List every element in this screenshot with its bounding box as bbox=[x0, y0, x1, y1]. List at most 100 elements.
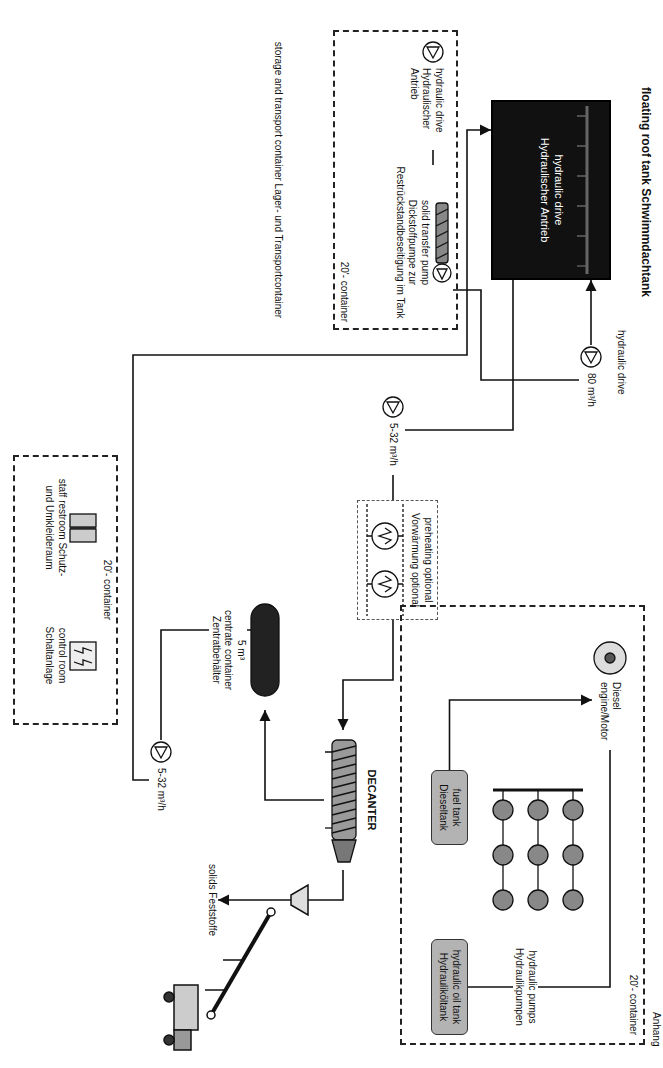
decanter-icon bbox=[332, 809, 356, 815]
solids-conveyor bbox=[223, 959, 243, 961]
transfer-pump-icon bbox=[436, 220, 448, 226]
solids-conveyor bbox=[211, 912, 271, 1015]
diesel-engine-icon bbox=[605, 653, 615, 663]
pipe-connector bbox=[538, 750, 610, 987]
note-label: Anhang bbox=[651, 1012, 662, 1046]
hydraulic-pump-set bbox=[563, 800, 583, 820]
node-label: 5 m³ bbox=[235, 590, 248, 710]
container: 20'- containerstaff restroom Schutz- und… bbox=[13, 455, 118, 725]
restroom-icon bbox=[70, 514, 96, 542]
solids-conveyor bbox=[207, 1011, 215, 1019]
diesel-engine-icon bbox=[594, 642, 626, 674]
storage-container: storage and transport container Lager- u… bbox=[203, 30, 318, 330]
truck bbox=[164, 985, 198, 1050]
pipe-connector bbox=[343, 620, 393, 730]
tank-icon bbox=[577, 145, 587, 146]
transfer-pump-icon bbox=[436, 231, 448, 237]
pipe-connector bbox=[432, 150, 434, 165]
tank-icon bbox=[577, 106, 587, 274]
transfer-pump-icon bbox=[436, 242, 448, 248]
preheater-symbol bbox=[361, 504, 409, 616]
transfer-pump-symbol bbox=[431, 193, 453, 293]
pump-symbol-icon bbox=[581, 347, 601, 367]
pump-symbol-icon bbox=[423, 42, 443, 62]
restroom-symbol bbox=[68, 511, 98, 545]
node-label: hydraulic pumps Hydraulikpumpen bbox=[513, 940, 538, 1034]
decanter-icon bbox=[332, 827, 356, 833]
transfer-pump-icon bbox=[433, 203, 451, 282]
truck bbox=[164, 992, 174, 1002]
restroom-icon bbox=[70, 514, 96, 527]
pipe-connector bbox=[392, 475, 394, 500]
hydraulic-pump-set bbox=[493, 845, 513, 865]
preheater: preheating optional Vorwärmung optional bbox=[357, 500, 438, 620]
pipe-connector bbox=[161, 630, 209, 740]
node-label: 20'- container bbox=[627, 975, 640, 1035]
tank-icon bbox=[586, 106, 589, 274]
pump-symbol: 5-32 m³/h bbox=[381, 395, 405, 475]
control-cabinet-icon bbox=[70, 642, 96, 670]
transfer-pump-icon bbox=[436, 203, 448, 263]
transfer-pump-icon bbox=[436, 209, 448, 215]
node-label: 20'- container bbox=[338, 262, 351, 322]
preheater-icon bbox=[379, 528, 391, 544]
preheater-icon bbox=[372, 523, 398, 549]
pump-symbol-icon bbox=[151, 742, 171, 762]
pump-symbol-icon bbox=[581, 347, 601, 367]
decanter-icon bbox=[325, 827, 332, 828]
node-label: Diesel engine/Motor bbox=[598, 682, 623, 750]
node-label: preheating optional Vorwärmung optional bbox=[409, 504, 434, 616]
node-label: 80 m³/h bbox=[585, 373, 598, 407]
node-label: hydraulic oil tank Hydrauliköltank bbox=[437, 945, 462, 1029]
decanter-icon bbox=[332, 746, 356, 752]
hydraulic-pump-set bbox=[493, 890, 513, 910]
node-label: DECANTER bbox=[364, 730, 378, 870]
centrate-vessel-icon bbox=[251, 604, 279, 696]
pump-symbol: hydraulic drive Hydraulischer Antrieb bbox=[408, 40, 446, 150]
pipe-connector bbox=[218, 870, 343, 900]
pipe-connector bbox=[468, 986, 513, 988]
decanter-icon bbox=[332, 764, 356, 770]
container: 20'- container hydraulic drive Hydraulisc… bbox=[333, 30, 458, 330]
preheater-icon bbox=[402, 504, 403, 616]
tank-icon bbox=[577, 175, 587, 176]
preheater-icon bbox=[366, 504, 367, 616]
preheater-icon bbox=[367, 504, 403, 616]
pump-symbol-icon bbox=[151, 742, 171, 762]
decanter: DECANTER bbox=[324, 730, 378, 870]
solids-outlet: solids Feststoffe bbox=[206, 860, 219, 940]
pump-symbol-symbol bbox=[149, 740, 173, 764]
decanter-icon bbox=[332, 782, 356, 788]
control-cabinet-icon bbox=[74, 648, 92, 653]
supply-tank: fuel tank Dieseltank bbox=[431, 770, 468, 845]
pump-symbol-icon bbox=[383, 397, 403, 417]
pump-symbol-icon bbox=[427, 47, 439, 58]
supply-tank: hydraulic oil tank Hydrauliköltank bbox=[431, 939, 468, 1035]
diesel-engine: Diesel engine/Motor bbox=[592, 640, 628, 750]
node-label: solid transfer pump Dickstoffpumpe zur R… bbox=[394, 165, 432, 320]
transfer-pump-icon bbox=[437, 269, 447, 279]
node-label: centrate container Zentratbehälter bbox=[210, 590, 235, 710]
tank-title: floating roof tank Schwimmdachtank bbox=[638, 72, 653, 312]
pump-symbol-icon bbox=[585, 352, 597, 363]
transfer-pump: solid transfer pump Dickstoffpumpe zur R… bbox=[394, 165, 454, 320]
tank: floating roof tank Schwimmdachtankhydrau… bbox=[491, 100, 611, 280]
pipe-connector bbox=[450, 700, 593, 770]
centrate-vessel: 5 m³centrate container Zentratbehälter bbox=[210, 590, 284, 710]
pipe-connector bbox=[590, 280, 592, 345]
decanter-icon bbox=[325, 740, 356, 862]
decanter-icon bbox=[332, 818, 356, 824]
hydraulic-pump-set bbox=[493, 800, 513, 820]
pump-symbol-symbol bbox=[579, 345, 603, 369]
hydraulic-pump-set bbox=[563, 890, 583, 910]
restroom: staff restroom Schutz- und Umkleideraum bbox=[43, 470, 98, 585]
node-label: solids Feststoffe bbox=[206, 860, 219, 940]
solids-conveyor bbox=[205, 989, 225, 991]
pump-symbol: 5-32 m³/h bbox=[149, 740, 173, 820]
node-label: hydraulic drive Hydraulischer Antrieb bbox=[537, 135, 565, 245]
container: 20'- container Diesel engine/Motor fuel ta… bbox=[400, 605, 645, 1045]
preheater-icon bbox=[379, 576, 391, 592]
solids-conveyor bbox=[267, 908, 275, 916]
decanter-icon bbox=[332, 800, 356, 806]
